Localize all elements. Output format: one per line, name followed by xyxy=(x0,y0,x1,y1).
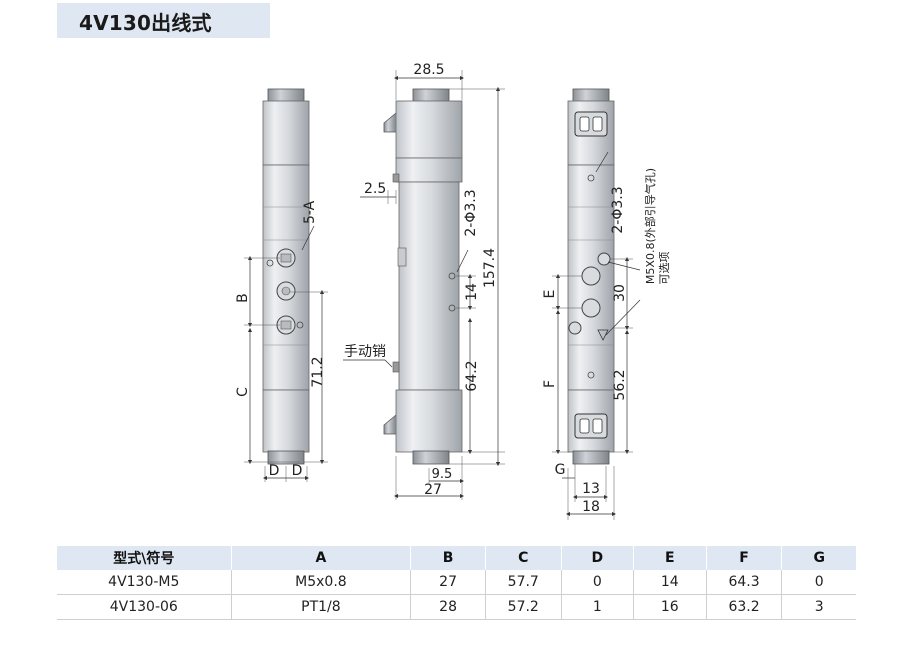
cell-e: 16 xyxy=(632,594,707,620)
label-optional: 可选项 xyxy=(658,252,671,285)
label-d-right: D xyxy=(292,463,303,479)
header-e: E xyxy=(632,546,707,570)
title-banner: 4V130出线式 xyxy=(57,3,270,38)
label-71-2: 71.2 xyxy=(310,356,326,387)
label-18: 18 xyxy=(582,499,600,515)
label-hole-back: 2-Φ3.3 xyxy=(610,186,626,233)
cell-f: 64.3 xyxy=(705,570,782,595)
header-model: 型式\符号 xyxy=(57,546,232,570)
header-a: A xyxy=(230,546,411,570)
cell-a: M5x0.8 xyxy=(230,570,411,595)
label-g: G xyxy=(555,462,566,478)
front-view: 5-A B C 71.2 D D xyxy=(235,88,328,482)
cell-c: 57.2 xyxy=(484,594,562,620)
label-b: B xyxy=(235,293,251,303)
label-hole-side: 2-Φ3.3 xyxy=(463,189,479,236)
label-157-4: 157.4 xyxy=(482,248,498,288)
header-d: D xyxy=(560,546,634,570)
label-5-a: 5-A xyxy=(302,200,318,224)
cell-model: 4V130-06 xyxy=(57,594,232,620)
label-28-5: 28.5 xyxy=(413,62,444,78)
cell-g: 3 xyxy=(781,594,856,620)
cell-d: 1 xyxy=(560,594,634,620)
back-view: 2-Φ3.3 M5X0.8(外部引导气孔) 可选项 E F 30 56.2 G … xyxy=(542,88,671,520)
header-c: C xyxy=(484,546,562,570)
label-14: 14 xyxy=(464,283,480,301)
table-row: 4V130-06 PT1/8 28 57.2 1 16 63.2 3 xyxy=(57,594,856,620)
label-27: 27 xyxy=(424,482,442,498)
side-view: 28.5 2.5 2-Φ3.3 157.4 14 64.2 9.5 27 手动销 xyxy=(343,62,505,500)
cell-e: 14 xyxy=(632,570,707,595)
label-d-left: D xyxy=(269,463,280,479)
label-manual-pin: 手动销 xyxy=(344,344,386,360)
cell-g: 0 xyxy=(781,570,856,595)
page-title: 4V130出线式 xyxy=(79,11,212,35)
cell-b: 28 xyxy=(410,594,486,620)
label-port-note: M5X0.8(外部引导气孔) xyxy=(643,168,657,284)
label-13: 13 xyxy=(582,481,600,497)
cell-d: 0 xyxy=(560,570,634,595)
technical-drawing: 5-A B C 71.2 D D xyxy=(235,62,671,520)
label-30: 30 xyxy=(612,284,628,302)
spec-table: 型式\符号 A B C D E F G 4V130-M5 M5x0.8 27 5… xyxy=(57,546,856,620)
label-e: E xyxy=(542,290,558,299)
label-64-2: 64.2 xyxy=(464,360,480,391)
header-g: G xyxy=(781,546,856,570)
label-56-2: 56.2 xyxy=(612,369,628,400)
table-header-row: 型式\符号 A B C D E F G xyxy=(57,546,856,570)
header-f: F xyxy=(705,546,782,570)
cell-f: 63.2 xyxy=(705,594,782,620)
cell-b: 27 xyxy=(410,570,486,595)
label-f: F xyxy=(542,380,558,388)
label-2-5: 2.5 xyxy=(364,181,386,197)
cell-c: 57.7 xyxy=(484,570,562,595)
cell-a: PT1/8 xyxy=(230,594,411,620)
label-9-5: 9.5 xyxy=(432,467,453,482)
cell-model: 4V130-M5 xyxy=(57,570,232,595)
header-b: B xyxy=(410,546,486,570)
table-row: 4V130-M5 M5x0.8 27 57.7 0 14 64.3 0 xyxy=(57,570,856,595)
label-c: C xyxy=(235,387,251,397)
